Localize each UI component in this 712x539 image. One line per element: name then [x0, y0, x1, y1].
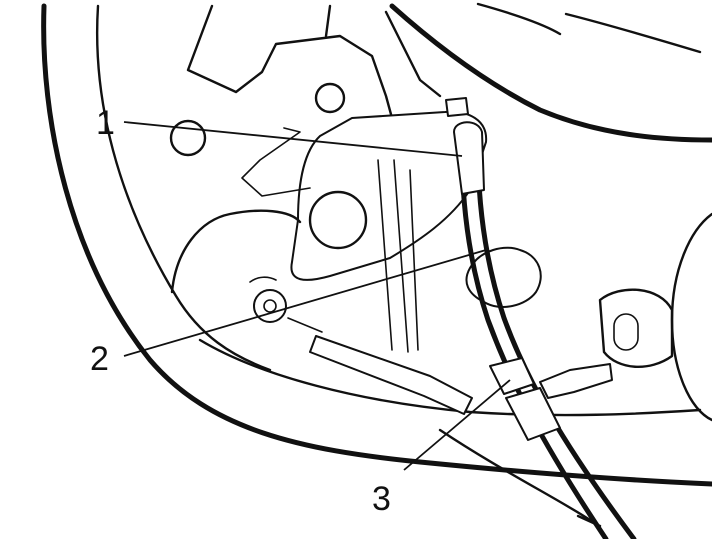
upper-housing-curve	[389, 3, 712, 143]
shaft-housing-lines	[377, 159, 419, 353]
cable-secondary-line	[438, 428, 602, 528]
mounting-hole-top	[314, 82, 346, 114]
cable-adjuster-sleeve	[505, 387, 561, 441]
cable-fitting-top	[445, 97, 469, 117]
push-rod-end	[287, 317, 323, 333]
top-right-fitting	[476, 2, 702, 54]
adjust-knob	[465, 246, 542, 308]
clevis-arc	[249, 276, 277, 283]
cable-outer-left	[459, 145, 609, 539]
right-slot-hole	[613, 313, 639, 351]
cable-adjuster-nut	[489, 357, 535, 395]
push-rod	[309, 335, 473, 415]
leader-line-1	[123, 121, 463, 157]
clevis-pin	[253, 289, 287, 323]
leader-line-3	[403, 379, 511, 471]
inner-housing-edge	[95, 4, 272, 372]
callout-label-3: 3	[372, 480, 391, 518]
callout-label-1: 1	[96, 104, 115, 142]
shaft-housing	[170, 209, 302, 294]
mounting-hole-left	[169, 119, 207, 157]
callout-label-2: 2	[90, 340, 109, 378]
top-bracket-left	[186, 4, 394, 120]
right-mount-bracket	[598, 288, 674, 368]
lever-pivot-hole	[308, 190, 368, 250]
cable-link-rod	[539, 363, 613, 399]
lever-cutout	[241, 127, 311, 197]
top-bracket-right	[324, 4, 442, 98]
cable-hook-end	[453, 121, 485, 195]
leader-line-2	[123, 249, 487, 357]
cable-outer-right	[475, 145, 637, 539]
clevis-pin-center	[263, 299, 277, 313]
base-plate	[198, 338, 702, 417]
right-round-housing	[670, 212, 712, 422]
